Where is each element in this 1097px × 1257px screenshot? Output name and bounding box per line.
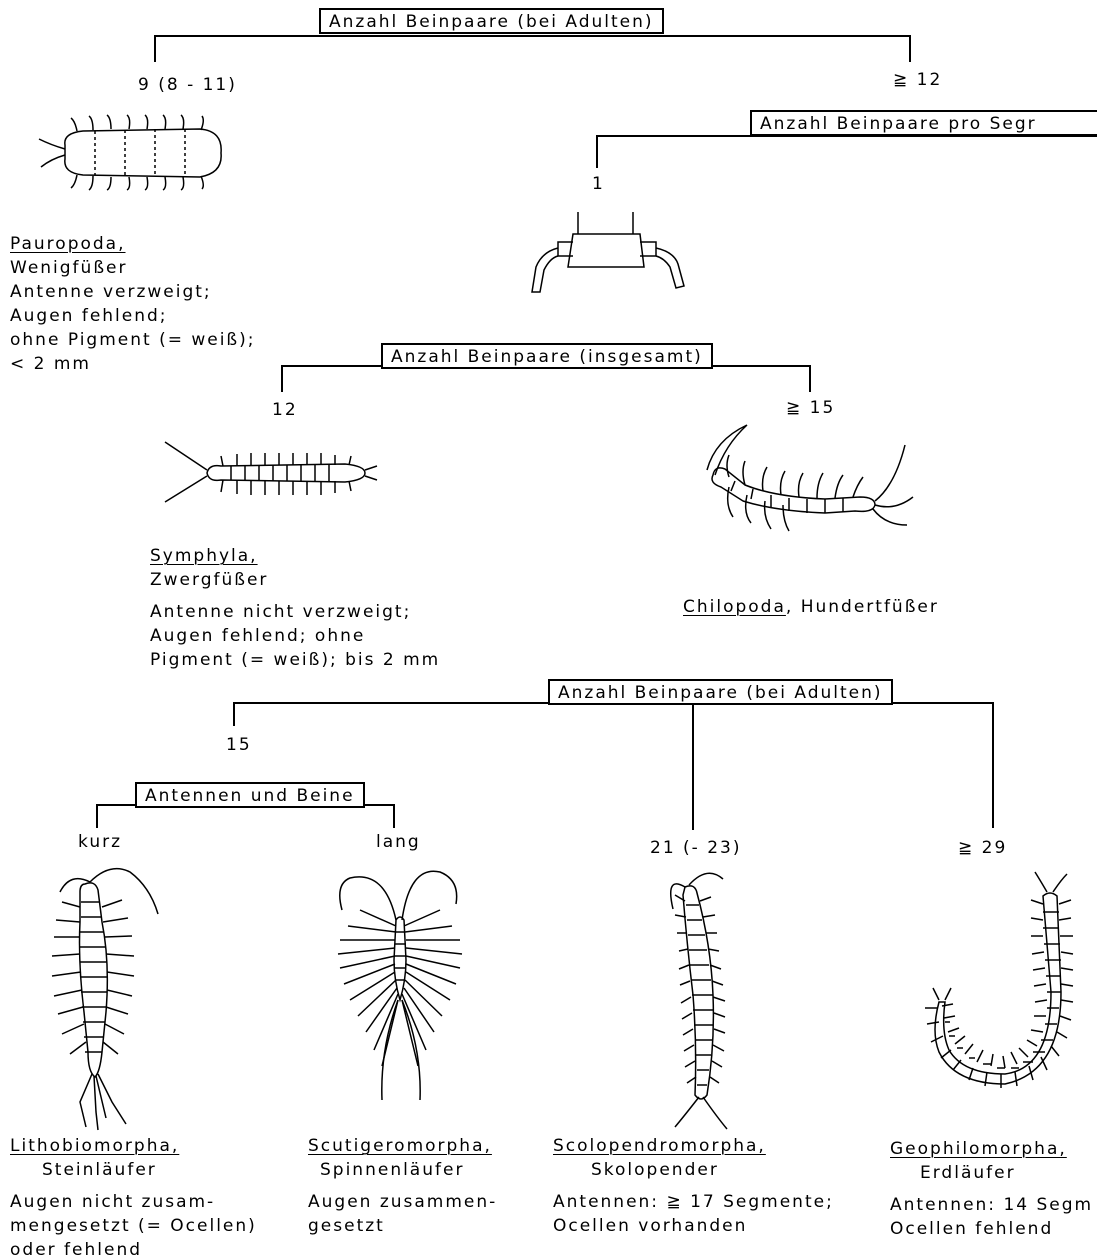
total-left-branch-label: 12 (272, 400, 298, 420)
segment-branch-label: 1 (592, 174, 605, 194)
total-criterion-box: Anzahl Beinpaare (insgesamt) (381, 343, 713, 369)
pauropoda-illustration (25, 115, 235, 190)
geophilomorpha-common-name: Erdläufer (890, 1161, 1097, 1185)
scutigeromorpha-taxon-name: Scutigeromorpha, (308, 1136, 492, 1156)
adult-criterion-box: Anzahl Beinpaare (bei Adulten) (548, 679, 893, 705)
antenna-bracket (97, 805, 394, 828)
symphyla-common-name: Zwergfüßer (150, 568, 440, 592)
chilopoda-illustration (685, 425, 915, 535)
segment-bracket (597, 136, 1097, 168)
scutigeromorpha-trait-2: gesetzt (308, 1214, 497, 1238)
segment-legs-illustration (528, 212, 688, 297)
pauropoda-trait-3: ohne Pigment (= weiß); (10, 328, 256, 352)
geophilomorpha-taxon-name: Geophilomorpha, (890, 1139, 1067, 1159)
lithobiomorpha-illustration (40, 862, 170, 1132)
geophilomorpha-trait-2: Ocellen fehlend (890, 1217, 1097, 1241)
geophilomorpha-trait-1: Antennen: 14 Segm (890, 1193, 1097, 1217)
symphyla-description: Symphyla, Zwergfüßer Antenne nicht verzw… (150, 544, 440, 672)
lithobiomorpha-trait-3: oder fehlend (10, 1238, 257, 1257)
chilopoda-label: Chilopoda, Hundertfüßer (683, 597, 939, 617)
root-criterion-box: Anzahl Beinpaare (bei Adulten) (319, 8, 664, 34)
scolopendromorpha-description: Scolopendromorpha, Skolopender Antennen:… (553, 1134, 834, 1238)
lithobiomorpha-taxon-name: Lithobiomorpha, (10, 1136, 179, 1156)
symphyla-trait-2: Augen fehlend; ohne (150, 624, 440, 648)
lithobiomorpha-trait-2: mengesetzt (= Ocellen) (10, 1214, 257, 1238)
root-right-branch-label: ≧ 12 (893, 70, 942, 90)
scutigeromorpha-common-name: Spinnenläufer (308, 1158, 497, 1182)
total-right-branch-label: ≧ 15 (786, 398, 835, 418)
adult-branch-label-15: 15 (226, 735, 252, 755)
root-left-branch-label: 9 (8 - 11) (138, 75, 237, 95)
pauropoda-taxon-name: Pauropoda, (10, 234, 126, 254)
total-bracket (282, 366, 810, 392)
chilopoda-taxon-name: Chilopoda (683, 597, 786, 617)
pauropoda-trait-2: Augen fehlend; (10, 304, 256, 328)
lithobiomorpha-description: Lithobiomorpha, Steinläufer Augen nicht … (10, 1134, 257, 1257)
scolopendromorpha-common-name: Skolopender (553, 1158, 834, 1182)
geophilomorpha-illustration (915, 872, 1085, 1117)
chilopoda-common-name: , Hundertfüßer (786, 597, 939, 617)
symphyla-trait-1: Antenne nicht verzweigt; (150, 600, 440, 624)
scolopendromorpha-taxon-name: Scolopendromorpha, (553, 1136, 766, 1156)
lithobiomorpha-trait-1: Augen nicht zusam- (10, 1190, 257, 1214)
pauropoda-common-name: Wenigfüßer (10, 256, 256, 280)
scolopendromorpha-trait-2: Ocellen vorhanden (553, 1214, 834, 1238)
antenna-criterion-box: Antennen und Beine (135, 782, 365, 808)
segment-criterion-box: Anzahl Beinpaare pro Segr (750, 110, 1097, 136)
lithobiomorpha-common-name: Steinläufer (10, 1158, 257, 1182)
symphyla-taxon-name: Symphyla, (150, 546, 258, 566)
symphyla-illustration (165, 440, 380, 505)
geophilomorpha-description: Geophilomorpha, Erdläufer Antennen: 14 S… (890, 1137, 1097, 1241)
antenna-left-branch-label: kurz (78, 832, 122, 852)
adult-branch-label-29: ≧ 29 (958, 838, 1007, 858)
symphyla-trait-3: Pigment (= weiß); bis 2 mm (150, 648, 440, 672)
root-bracket (155, 36, 910, 62)
scutigeromorpha-trait-1: Augen zusammen- (308, 1190, 497, 1214)
scutigeromorpha-description: Scutigeromorpha, Spinnenläufer Augen zus… (308, 1134, 497, 1238)
adult-branch-label-21: 21 (- 23) (650, 838, 741, 858)
scolopendromorpha-trait-1: Antennen: ≧ 17 Segmente; (553, 1190, 834, 1214)
pauropoda-trait-1: Antenne verzweigt; (10, 280, 256, 304)
pauropoda-trait-4: < 2 mm (10, 352, 256, 376)
pauropoda-description: Pauropoda, Wenigfüßer Antenne verzweigt;… (10, 232, 256, 376)
antenna-right-branch-label: lang (376, 832, 421, 852)
scolopendromorpha-illustration (655, 865, 745, 1130)
scutigeromorpha-illustration (330, 860, 470, 1130)
adult-bracket-outer (234, 703, 993, 828)
